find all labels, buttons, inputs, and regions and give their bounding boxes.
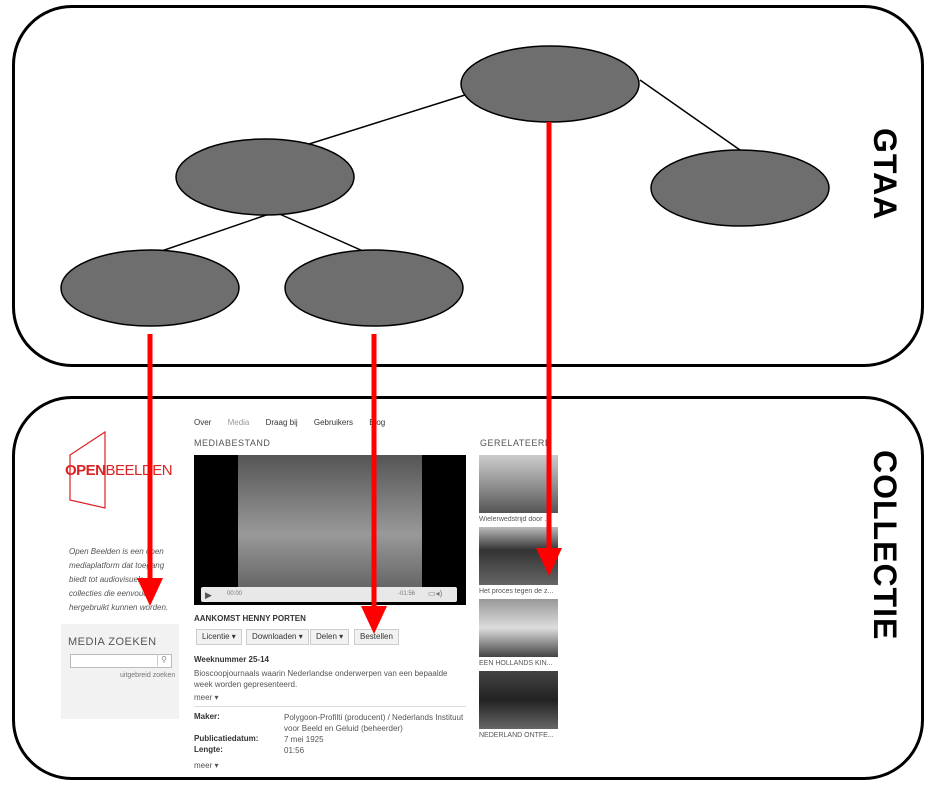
date-value: 7 mei 1925 (284, 735, 324, 744)
maker-value: Polygoon-Profilti (producent) / Nederlan… (284, 713, 464, 733)
tree-node-left-left (60, 249, 240, 327)
tree-edge (639, 79, 741, 151)
tree-node-left (175, 138, 355, 216)
nav-item-draag-bij[interactable]: Draag bij (265, 418, 298, 427)
tree-edge (289, 94, 466, 151)
length-label: Lengte: (194, 745, 223, 754)
length-value: 01:56 (284, 746, 305, 755)
tree-node-right (650, 149, 830, 227)
related-caption-1[interactable]: Wielerwedstrijd door ... (479, 516, 551, 523)
logo-bold: OPEN (65, 462, 106, 479)
advanced-search-link[interactable]: uitgebreid zoeken (120, 672, 176, 679)
maker-label: Maker: (194, 712, 220, 721)
intro-text: Open Beelden is een open mediaplatform d… (69, 547, 169, 612)
meta-more-link[interactable]: meer ▾ (194, 761, 219, 770)
tree-edge (149, 211, 276, 256)
order-button[interactable]: Bestellen (354, 629, 399, 645)
main-nav: Over Media Draag bij Gebruikers Blog (194, 418, 399, 427)
related-thumb-3[interactable] (479, 599, 558, 657)
divider (194, 706, 466, 707)
tree-edge (274, 211, 373, 256)
video-controls[interactable] (201, 587, 457, 602)
license-button[interactable]: Licentie ▾ (196, 629, 242, 645)
tree-node-root (460, 45, 640, 123)
more-link[interactable]: meer ▾ (194, 693, 219, 702)
tree-node-left-right (284, 249, 464, 327)
search-panel (61, 624, 179, 719)
logo-light: BEELDEN (105, 462, 173, 479)
gtaa-label: GTAA (867, 128, 903, 221)
episode-title: Weeknummer 25-14 (194, 655, 269, 664)
nav-item-media[interactable]: Media (227, 418, 250, 427)
gtaa-tree (60, 45, 830, 327)
download-button[interactable]: Downloaden ▾ (246, 629, 309, 645)
section-title: MEDIABESTAND (194, 438, 271, 448)
related-caption-3[interactable]: EEN HOLLANDS KIN... (479, 660, 553, 667)
play-icon[interactable]: ▶ (205, 590, 212, 600)
search-input[interactable] (70, 654, 172, 668)
nav-item-blog[interactable]: Blog (369, 418, 386, 427)
nav-item-over[interactable]: Over (194, 418, 212, 427)
search-title: MEDIA ZOEKEN (68, 636, 157, 648)
search-icon[interactable]: ⚲ (157, 654, 170, 666)
related-thumb-4[interactable] (479, 671, 558, 729)
time-remaining: -01:56 (398, 591, 416, 597)
related-caption-4[interactable]: NEDERLAND ONTFE... (479, 732, 554, 739)
open-beelden-logo[interactable]: OPENBEELDEN (65, 462, 173, 479)
open-beelden-logo-shape (69, 430, 106, 509)
date-label: Publicatiedatum: (194, 734, 259, 743)
nav-item-gebruikers[interactable]: Gebruikers (313, 418, 353, 427)
volume-icon[interactable]: ▭◂) (428, 589, 443, 598)
related-caption-2[interactable]: Het proces tegen de z... (479, 588, 554, 595)
related-thumb-2[interactable] (479, 527, 558, 585)
related-thumb-1[interactable] (479, 455, 558, 513)
clip-title: AANKOMST HENNY PORTEN (194, 614, 306, 623)
share-button[interactable]: Delen ▾ (310, 629, 350, 645)
video-frame (238, 455, 422, 587)
collectie-label: COLLECTIE (867, 450, 903, 641)
description: Bioscoopjournaals waarin Nederlandse ond… (194, 669, 448, 689)
related-title: GERELATEERD (480, 438, 552, 448)
time-current: 00:00 (227, 591, 243, 597)
